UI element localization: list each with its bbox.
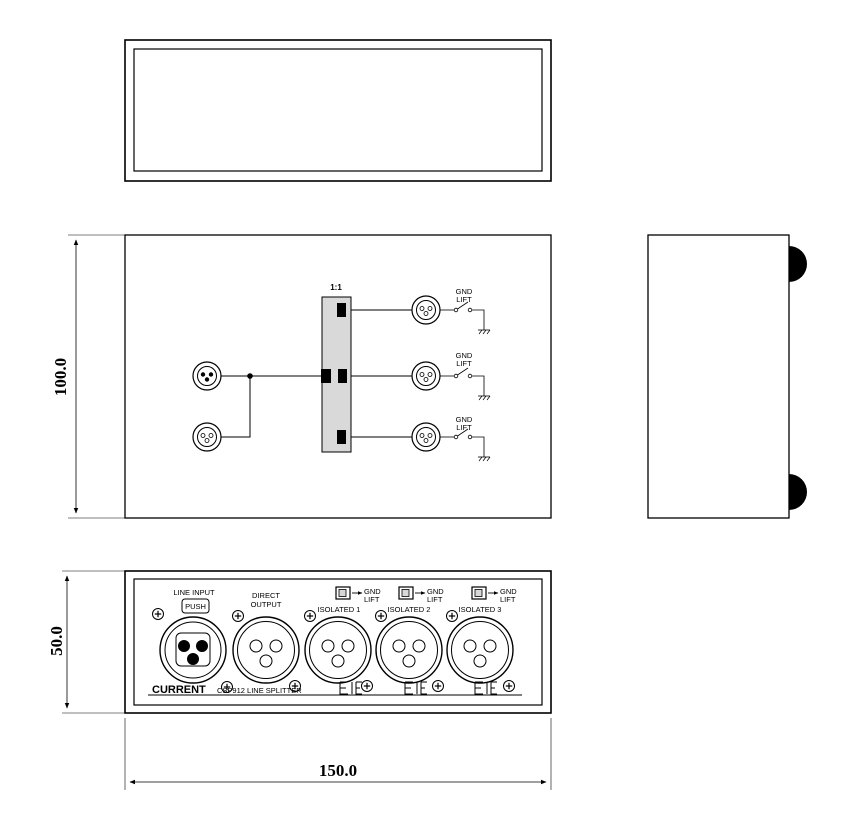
transformer	[321, 296, 352, 453]
input-xlr-female	[192, 361, 222, 391]
lift-label-1: LIFT	[456, 295, 472, 304]
front-lift-label-3: LIFT	[500, 595, 516, 604]
screw-icon	[445, 609, 459, 623]
transformer-symbol-icon	[339, 681, 362, 695]
depth-dimension: 50.0	[47, 570, 125, 714]
lift-label-3: LIFT	[456, 423, 472, 432]
isolated-2-label: ISOLATED 2	[388, 605, 431, 614]
screw-icon	[431, 679, 445, 693]
front-view: LINE INPUT PUSH DIRECT OUTPUT GND LIFT I…	[124, 570, 552, 714]
lift-label-2: LIFT	[456, 359, 472, 368]
screw-icon	[374, 609, 388, 623]
isolated-3-front-xlr[interactable]	[446, 616, 514, 684]
direct-output-front-xlr[interactable]	[232, 616, 300, 684]
height-label: 100.0	[51, 358, 70, 396]
line-input-xlr[interactable]	[159, 616, 227, 684]
front-gnd-label-1: GND	[364, 587, 381, 596]
isolated-1-label: ISOLATED 1	[318, 605, 361, 614]
schematic: 1:1 GND LIFT GND LIFT GND LIFT	[192, 283, 491, 462]
direct-output-label-line1: DIRECT	[252, 591, 280, 600]
transformer-ratio: 1:1	[330, 283, 342, 292]
brand-label: CURRENT	[152, 684, 206, 696]
height-dimension: 100.0	[51, 234, 125, 519]
direct-output-label-line2: OUTPUT	[251, 600, 282, 609]
model-label: CSP912 LINE SPLITTER	[217, 686, 302, 695]
screw-icon	[231, 609, 245, 623]
isolated-output-1-xlr	[411, 295, 441, 325]
front-gnd-label-3: GND	[500, 587, 517, 596]
front-gnd-label-2: GND	[427, 587, 444, 596]
rubber-foot-bottom	[789, 474, 807, 510]
screw-icon	[502, 679, 516, 693]
line-input-label: LINE INPUT	[173, 588, 215, 597]
gnd-label-3: GND	[456, 415, 473, 424]
screw-icon	[360, 679, 374, 693]
isolated-1-front-xlr[interactable]	[304, 616, 372, 684]
side-view	[647, 234, 807, 519]
push-label: PUSH	[185, 602, 206, 611]
screw-icon	[151, 607, 165, 621]
isolated-2-front-xlr[interactable]	[375, 616, 443, 684]
front-lift-label-2: LIFT	[427, 595, 443, 604]
gnd-label-1: GND	[456, 287, 473, 296]
width-label: 150.0	[319, 761, 357, 780]
isolated-output-2-xlr	[411, 361, 441, 391]
transformer-symbol-icon	[404, 681, 427, 695]
top-view	[124, 39, 552, 182]
isolated-3-label: ISOLATED 3	[459, 605, 502, 614]
transformer-symbol-icon	[474, 681, 497, 695]
isolated-output-3-xlr	[411, 422, 441, 452]
depth-label: 50.0	[47, 626, 66, 656]
front-lift-label-1: LIFT	[364, 595, 380, 604]
direct-output-xlr	[192, 422, 222, 452]
width-dimension: 150.0	[124, 718, 552, 790]
gnd-label-2: GND	[456, 351, 473, 360]
screw-icon	[303, 609, 317, 623]
rubber-foot-top	[789, 246, 807, 282]
